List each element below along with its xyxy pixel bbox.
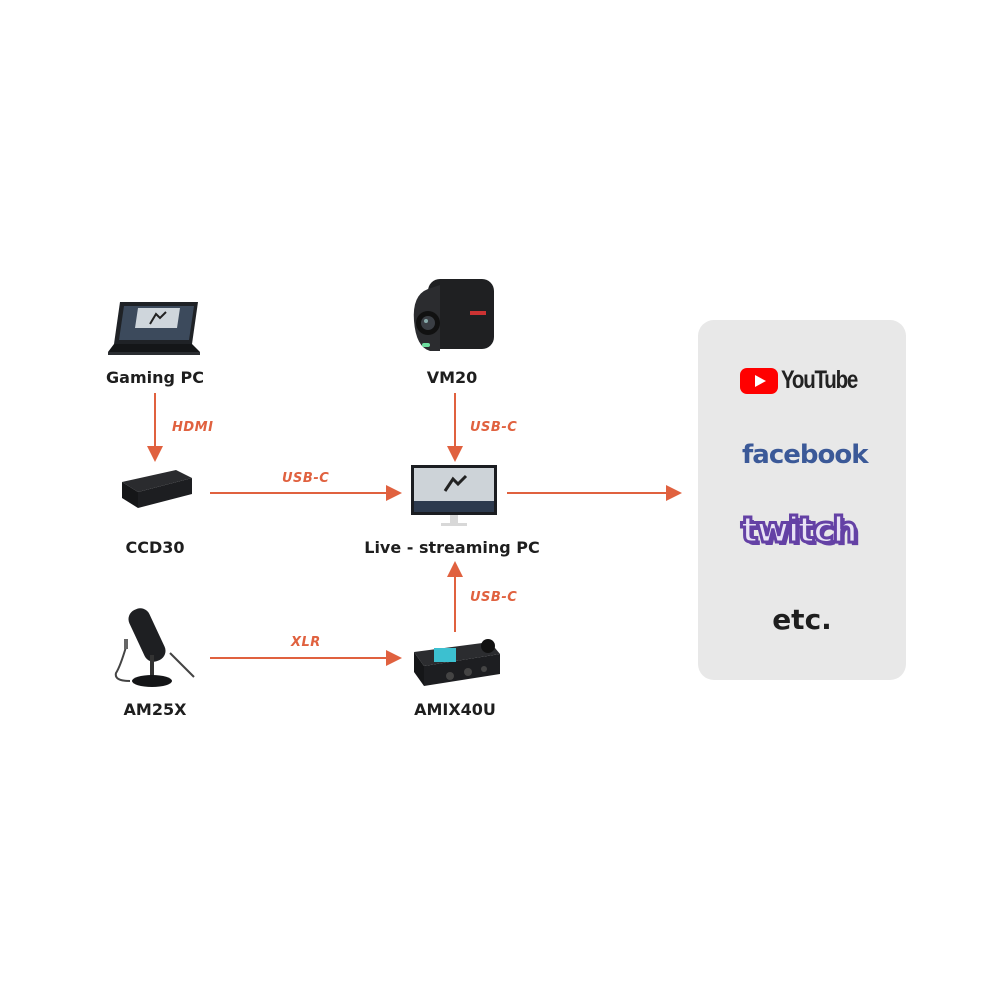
am25x-label: AM25X xyxy=(123,700,187,719)
ccd30-label: CCD30 xyxy=(125,538,185,557)
capture-card-icon xyxy=(122,470,192,508)
facebook-logo: facebook xyxy=(742,440,869,470)
xlr-label: XLR xyxy=(291,635,321,650)
vm20-label: VM20 xyxy=(426,368,478,387)
gaming-pc-label: Gaming PC xyxy=(106,368,204,387)
streaming-pc-node xyxy=(411,465,497,533)
laptop-icon xyxy=(108,302,200,355)
amix-usbc-label: USB-C xyxy=(470,590,518,605)
amix40u-node xyxy=(410,632,502,694)
youtube-logo: YouTube xyxy=(740,366,874,395)
am25x-node xyxy=(110,603,202,693)
amix40u-label: AMIX40U xyxy=(414,700,496,719)
etc-label: etc. xyxy=(772,603,832,636)
microphone-icon xyxy=(114,608,195,687)
youtube-text: YouTube xyxy=(781,366,858,394)
hdmi-label: HDMI xyxy=(172,420,214,435)
youtube-play-icon xyxy=(740,367,778,394)
ccd30-usbc-label: USB-C xyxy=(282,471,330,486)
monitor-icon xyxy=(411,465,497,526)
streaming-pc-label: Live - streaming PC xyxy=(364,538,540,557)
vm20-node xyxy=(410,275,496,361)
gaming-pc-node xyxy=(108,300,202,360)
audio-mixer-icon xyxy=(414,639,500,686)
twitch-logo: twitch xyxy=(740,509,860,553)
camera-icon xyxy=(413,279,494,351)
platforms-panel: YouTube facebook twitch etc. xyxy=(698,320,906,680)
ccd30-node xyxy=(118,468,194,514)
vm20-usbc-label: USB-C xyxy=(470,420,518,435)
